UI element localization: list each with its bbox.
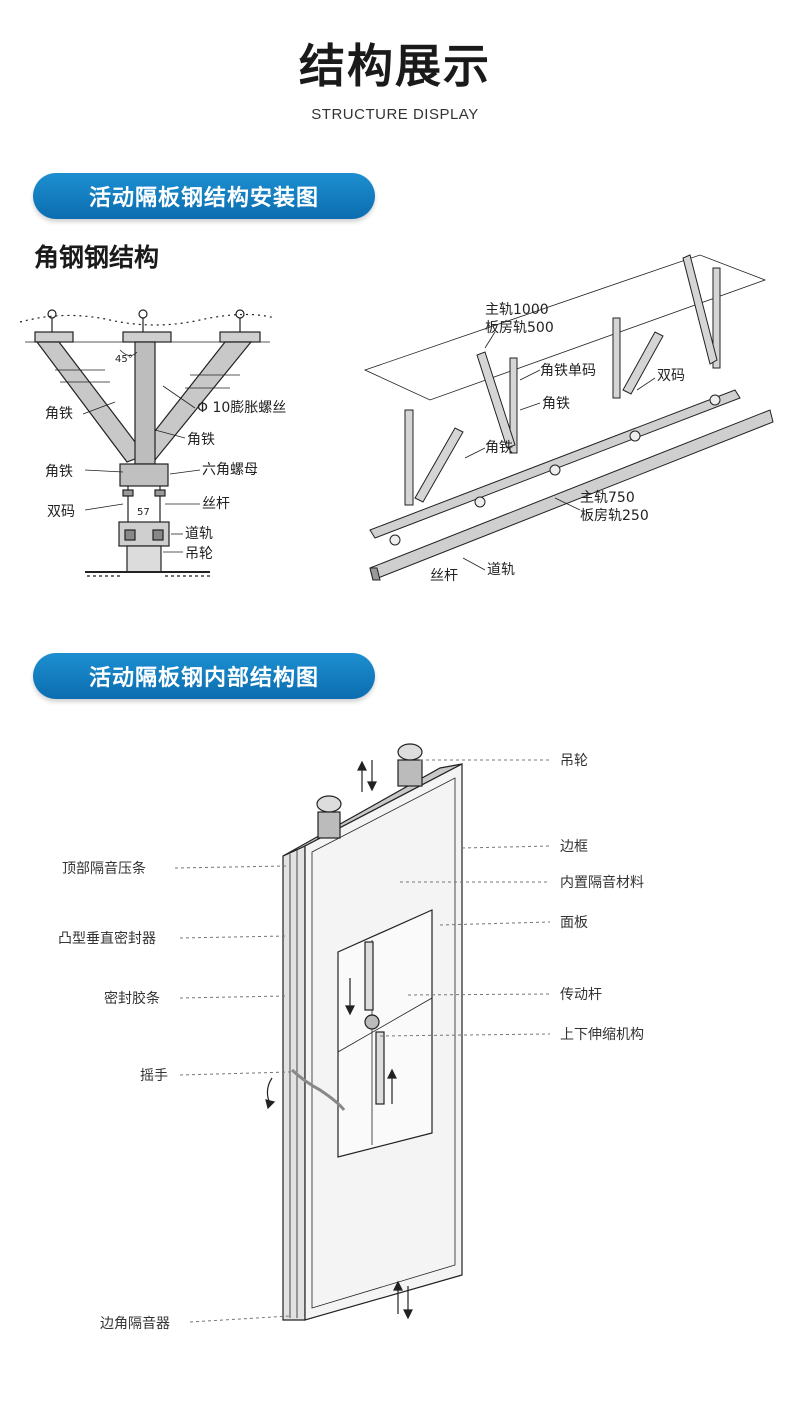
label-track: 道轨 <box>185 526 213 542</box>
label-board-rail-250: 板房轨250 <box>580 508 649 524</box>
label-single-code: 角铁单码 <box>540 363 596 379</box>
label-track-right: 道轨 <box>487 562 515 578</box>
label-board-rail-500: 板房轨500 <box>485 320 554 336</box>
section-2-heading-pill: 活动隔板钢内部结构图 <box>33 653 375 699</box>
label-drive-rod: 传动杆 <box>560 987 602 1003</box>
steel-rail-isometric-diagram: 主轨1000 板房轨500 角铁单码 双码 角铁 角铁 主轨750 板房轨250… <box>363 254 774 584</box>
label-handle: 摇手 <box>140 1068 168 1084</box>
label-panel: 面板 <box>560 915 588 931</box>
label-screw-rod: 丝杆 <box>202 496 230 512</box>
page-subtitle: STRUCTURE DISPLAY <box>311 106 479 123</box>
label-double-code-right: 双码 <box>657 368 685 384</box>
angle-text: 45° <box>115 354 133 365</box>
label-frame: 边框 <box>560 839 588 855</box>
label-rubber-strip: 密封胶条 <box>104 990 160 1007</box>
label-angle-iron-2: 角铁 <box>187 432 215 448</box>
label-convex-seal: 凸型垂直密封器 <box>58 930 156 947</box>
page-title: 结构展示 <box>299 39 491 93</box>
label-main-rail-750: 主轨750 <box>580 490 635 506</box>
label-top-strip: 顶部隔音压条 <box>62 860 146 877</box>
label-inner-material: 内置隔音材料 <box>560 874 644 891</box>
label-angle-iron-a: 角铁 <box>542 396 570 412</box>
angle-steel-front-diagram: 45° 角铁 Φ 10膨胀螺丝 角铁 角铁 六角螺母 双码 丝杆 57 道轨 吊… <box>19 309 286 577</box>
label-angle-iron-1: 角铁 <box>45 406 73 422</box>
label-telescopic: 上下伸缩机构 <box>560 1027 644 1043</box>
dimension-text: 57 <box>137 507 150 518</box>
label-hanging-wheel-r: 吊轮 <box>560 753 588 769</box>
section-1-heading-pill: 活动隔板钢结构安装图 <box>33 173 375 219</box>
label-corner-sound: 边角隔音器 <box>100 1315 170 1332</box>
label-bolt: Φ 10膨胀螺丝 <box>197 399 286 416</box>
label-angle-iron-3: 角铁 <box>45 464 73 480</box>
partition-internal-structure-diagram: 顶部隔音压条 凸型垂直密封器 密封胶条 摇手 边角隔音器 吊轮 边框 内置隔音材… <box>58 743 644 1332</box>
label-double-code: 双码 <box>47 504 75 520</box>
label-main-rail-1000: 主轨1000 <box>485 302 549 318</box>
label-hex-nut: 六角螺母 <box>202 462 258 478</box>
label-hanging-wheel: 吊轮 <box>185 546 213 562</box>
section-1-subheading: 角钢钢结构 <box>34 243 160 272</box>
label-angle-iron-b: 角铁 <box>485 440 513 456</box>
label-screw-rod-right: 丝杆 <box>430 568 458 584</box>
